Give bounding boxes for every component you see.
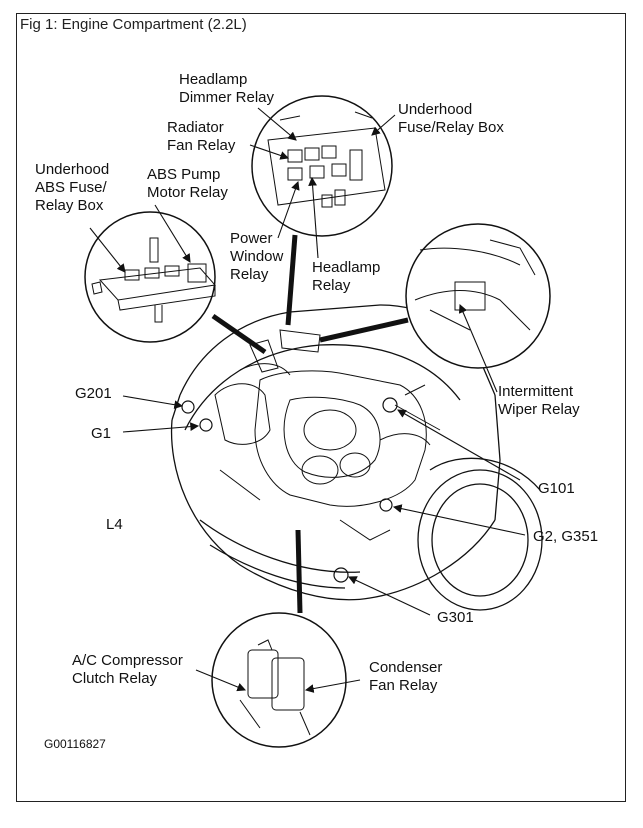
wiper-relay-detail-circle xyxy=(405,223,551,369)
g2-g351-point xyxy=(379,498,393,512)
power-window-relay-arrow xyxy=(277,180,300,239)
label-intermittent-wiper-relay: Intermittent Wiper Relay xyxy=(498,383,580,418)
figure-frame xyxy=(16,13,626,802)
abs-pump-motor-relay-arrow xyxy=(154,204,191,263)
label-condenser-fan-relay: Condenser Fan Relay xyxy=(369,659,443,694)
callout-bars xyxy=(211,234,409,614)
label-g301: G301 xyxy=(437,609,474,626)
g1-point xyxy=(199,418,213,432)
engine-block xyxy=(214,329,441,541)
label-g201: G201 xyxy=(75,385,112,402)
label-underhood-fuse-relay-box: Underhood Fuse/Relay Box xyxy=(398,101,504,136)
label-abs-pump-motor-relay: ABS Pump Motor Relay xyxy=(147,166,228,201)
intermittent-wiper-relay-arrow xyxy=(458,303,498,393)
g201-arrow xyxy=(122,395,184,410)
g201-point xyxy=(181,400,195,414)
label-power-window-relay: Power Window Relay xyxy=(230,230,284,283)
figure-code: G00116827 xyxy=(44,737,106,751)
label-g1: G1 xyxy=(91,425,112,442)
abs-fuse-box-arrow xyxy=(89,227,126,273)
label-underhood-abs-fuse-relay-box: Underhood ABS Fuse/ Relay Box xyxy=(35,161,110,214)
leader-arrows xyxy=(89,107,526,693)
headlamp-dimmer-relay-arrow xyxy=(257,107,297,141)
figure-title: Fig 1: Engine Compartment (2.2L) xyxy=(20,16,247,33)
label-headlamp-dimmer-relay: Headlamp Dimmer Relay xyxy=(179,71,275,106)
underhood-fuse-box-arrow xyxy=(371,114,396,136)
g1-arrow xyxy=(122,422,200,433)
g101-arrow xyxy=(397,409,521,481)
abs-box-detail-circle xyxy=(84,211,216,343)
g301-point xyxy=(333,567,349,583)
g2-g351-arrow xyxy=(392,504,526,536)
g301-arrow xyxy=(348,576,431,616)
label-g2-g351: G2, G351 xyxy=(533,528,599,545)
radiator-fan-relay-arrow xyxy=(249,144,290,160)
g101-point xyxy=(382,397,398,413)
label-g101: G101 xyxy=(538,480,575,497)
label-ac-compressor-clutch-relay: A/C Compressor Clutch Relay xyxy=(72,652,183,687)
underhood-fuse-box-drawing xyxy=(267,111,386,208)
wiper-relay-drawing xyxy=(414,239,536,331)
label-radiator-fan-relay: Radiator Fan Relay xyxy=(167,119,236,154)
headlamp-relay-arrow xyxy=(308,176,319,259)
label-engine-l4: L4 xyxy=(106,516,123,533)
ground-points xyxy=(181,397,398,583)
condenser-fan-relay-arrow xyxy=(304,679,361,693)
detail-circles xyxy=(84,95,551,748)
label-headlamp-relay: Headlamp Relay xyxy=(312,259,381,294)
ac-relay-drawing xyxy=(239,639,311,736)
ac-relay-detail-circle xyxy=(211,612,347,748)
ac-compressor-clutch-relay-arrow xyxy=(195,669,247,692)
abs-fuse-box-drawing xyxy=(91,237,216,323)
